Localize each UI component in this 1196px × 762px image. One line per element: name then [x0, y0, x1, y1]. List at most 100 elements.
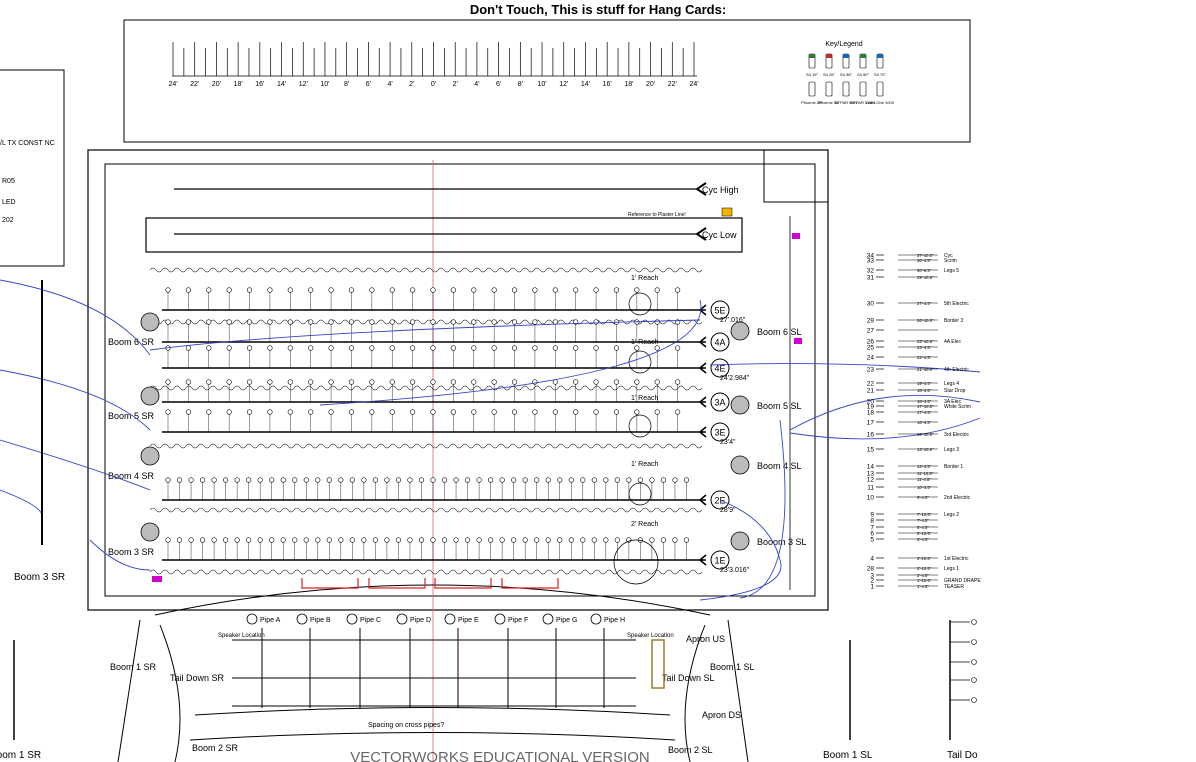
color-band-icon: [826, 54, 832, 58]
instrument-icon: [534, 477, 540, 483]
instrument-icon: [389, 345, 395, 351]
instrument-icon: [267, 345, 273, 351]
lineset-number: 28: [867, 566, 875, 573]
lineset-dim: 11'-10.5": [917, 471, 934, 476]
instrument-icon: [410, 287, 416, 293]
instrument-icon: [246, 345, 253, 351]
instrument-icon: [626, 477, 632, 483]
instrument-icon: [430, 319, 436, 325]
instrument-icon: [185, 319, 191, 325]
lineset-number: 8: [870, 518, 874, 525]
instrument-icon: [389, 287, 395, 293]
lineset-name: Legs 5: [944, 268, 959, 274]
cable-path: [709, 363, 981, 373]
instrument-icon: [634, 345, 640, 351]
instrument-icon: [185, 345, 191, 351]
boom-2-sr-label: Boom 2 SR: [192, 743, 239, 753]
boom-sr-label: Boom 4 SR: [108, 471, 155, 481]
lineset-name: GRAND DRAPE: [944, 578, 981, 584]
instrument-icon: [348, 345, 355, 351]
instrument-icon: [246, 287, 253, 293]
instrument-icon: [430, 409, 436, 415]
electric-id: 2E: [714, 496, 725, 506]
instrument-icon: [825, 81, 833, 97]
ruler: [172, 42, 695, 76]
boom-2-sl-label: Boom 2 SL: [668, 745, 713, 755]
electric-marker-icon: [710, 300, 730, 320]
instrument-icon: [165, 537, 171, 543]
instrument-icon: [348, 319, 355, 325]
instrument-icon: [303, 477, 309, 483]
legend-label: S4 50°: [857, 72, 869, 77]
instrument-icon: [491, 319, 497, 325]
reach-circle: [628, 350, 652, 374]
lineset-number: 26: [867, 339, 875, 346]
instrument-icon: [287, 345, 293, 351]
electric-arrow-icon: [698, 304, 707, 316]
instrument-icon: [308, 379, 314, 385]
instrument-icon: [389, 379, 395, 385]
instrument-icon: [369, 345, 375, 351]
lineset-number: 14: [867, 464, 875, 471]
lineset-number: 1: [870, 584, 874, 591]
electric-marker-icon: [710, 332, 730, 352]
instrument-icon: [491, 409, 497, 415]
instrument-icon: [246, 409, 253, 415]
lineset-dim: 16'-4.5": [917, 420, 932, 425]
lineset-number: 17: [867, 420, 875, 427]
lineset-dim: 1'-10.5": [917, 578, 932, 583]
electric-arrow-icon: [698, 554, 707, 566]
ruler-label: 12': [559, 81, 568, 88]
hang-card-box: [123, 19, 971, 143]
instrument-icon: [573, 379, 579, 385]
borders: [149, 267, 703, 575]
cross-pipe-red: [301, 578, 359, 589]
instrument-icon: [418, 477, 425, 483]
instrument-icon: [234, 537, 240, 543]
instrument-icon: [532, 345, 538, 351]
instrument-icon: [522, 477, 528, 483]
instrument-icon: [545, 477, 551, 483]
boom-sl-icon: [730, 455, 750, 475]
plaster-marker-icon: [721, 207, 733, 217]
instrument-icon: [303, 537, 309, 543]
instrument-icon: [328, 319, 334, 325]
electric-arrow-icon: [698, 362, 707, 374]
instrument-icon: [369, 409, 375, 415]
lineset-number: 31: [867, 275, 875, 282]
lineset-number: 5: [870, 537, 874, 544]
instrument-icon: [441, 537, 448, 543]
legend-label: S4 PAR WFL: [834, 100, 858, 105]
lineset-dim: 5'-10.5": [917, 531, 932, 536]
electric-marker-icon: [710, 358, 730, 378]
boom-sr-label: Boom 3 SR: [108, 547, 155, 557]
cyc-high-label: Cyc High: [702, 185, 739, 195]
instrument-icon: [308, 287, 314, 293]
lineset-name: TEASER: [944, 584, 964, 590]
ruler-label: 6': [366, 81, 371, 88]
instrument-icon: [287, 287, 293, 293]
cross-pipe-red: [368, 578, 426, 589]
apron-curve-sr: [159, 624, 181, 762]
ruler-labels: 24'22'20'18'16'14'12'10'8'6'4'2'0'2'4'6'…: [168, 81, 698, 88]
instrument-icon: [361, 477, 367, 483]
instrument-icon: [613, 287, 620, 293]
lineset-dim: 21'-10.5": [917, 367, 934, 372]
cable-path: [0, 369, 151, 431]
outer-boom-3-sr: Boom 3 SR: [14, 572, 65, 583]
instrument-icon: [407, 477, 413, 483]
instrument-icon: [430, 287, 436, 293]
instrument-icon: [165, 379, 171, 385]
instrument-icon: [430, 537, 436, 543]
legend-label: S4 70°: [874, 72, 886, 77]
ruler-label: 2': [409, 81, 414, 88]
instrument-icon: [613, 379, 620, 385]
lineset-number: 22: [867, 381, 875, 388]
instrument-icon: [614, 477, 620, 483]
instrument-icon: [349, 477, 355, 483]
lineset-number: 27: [867, 328, 875, 335]
instrument-icon: [672, 477, 678, 483]
border-drape: [149, 385, 703, 391]
instrument-icon: [471, 409, 477, 415]
instrument-icon: [328, 345, 334, 351]
